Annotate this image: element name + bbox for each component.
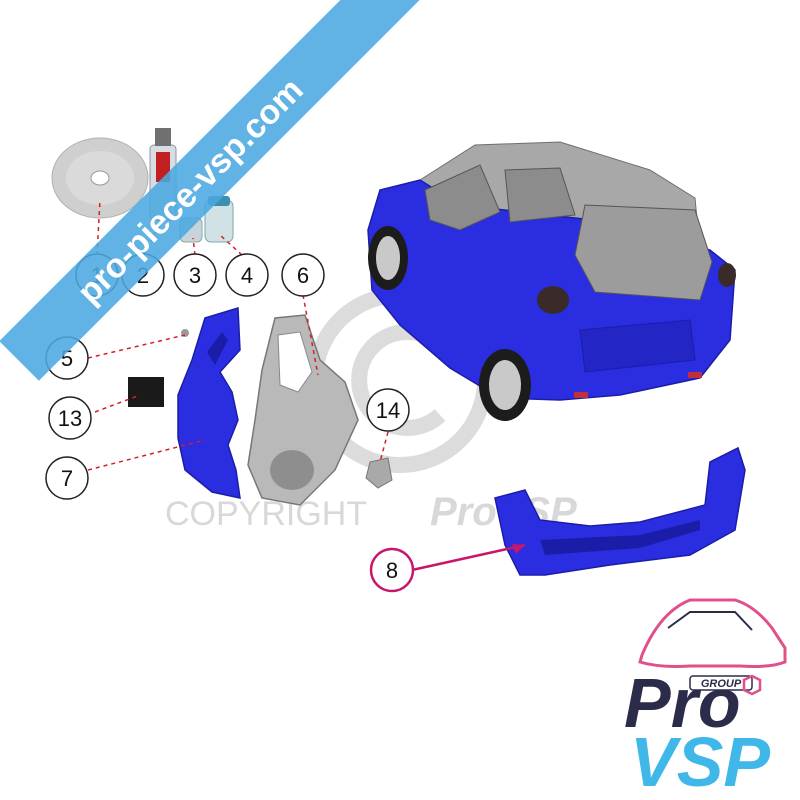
logo-brand-right: VSP — [630, 723, 770, 800]
callout-7: 7 — [45, 456, 89, 500]
callout-number: 3 — [189, 263, 201, 288]
part-1-insulation-pad — [51, 137, 149, 219]
callout-number: 4 — [241, 263, 253, 288]
callout-number: 14 — [376, 398, 400, 423]
inner-panel-wheel-arch — [270, 450, 314, 490]
callout-number: 8 — [386, 558, 398, 583]
copyright-text: COPYRIGHT — [165, 495, 367, 533]
callout-number: 6 — [297, 263, 309, 288]
callout-6: 6 — [281, 253, 325, 297]
callout-8: 8 — [369, 547, 415, 593]
car-illustration — [367, 141, 736, 421]
logo-brand-left: Pro — [624, 664, 741, 742]
callout-4: 4 — [225, 253, 269, 297]
callout-3: 3 — [173, 253, 217, 297]
leader-line-8 — [411, 543, 526, 572]
bumper-shade — [540, 520, 700, 555]
logo-group-label: GROUP — [701, 678, 742, 690]
part-7-rear-side-panel — [177, 307, 241, 499]
leader-lines — [87, 199, 389, 471]
hex-nut-icon — [742, 674, 762, 696]
panel-shade — [207, 332, 228, 365]
inner-panel-window — [277, 331, 313, 393]
callout-13: 13 — [48, 396, 92, 440]
part-13-adhesive-pad — [128, 377, 164, 407]
part-14-cap — [365, 457, 393, 489]
callout-number: 7 — [61, 466, 73, 491]
car-outline-icon — [638, 598, 787, 668]
part-8-rear-bumper — [494, 446, 746, 576]
callout-number: 13 — [58, 406, 82, 431]
callout-14: 14 — [366, 388, 410, 432]
leader-arrow-8 — [512, 544, 525, 554]
provsp-logo: GROUP Pro VSP — [624, 598, 787, 800]
